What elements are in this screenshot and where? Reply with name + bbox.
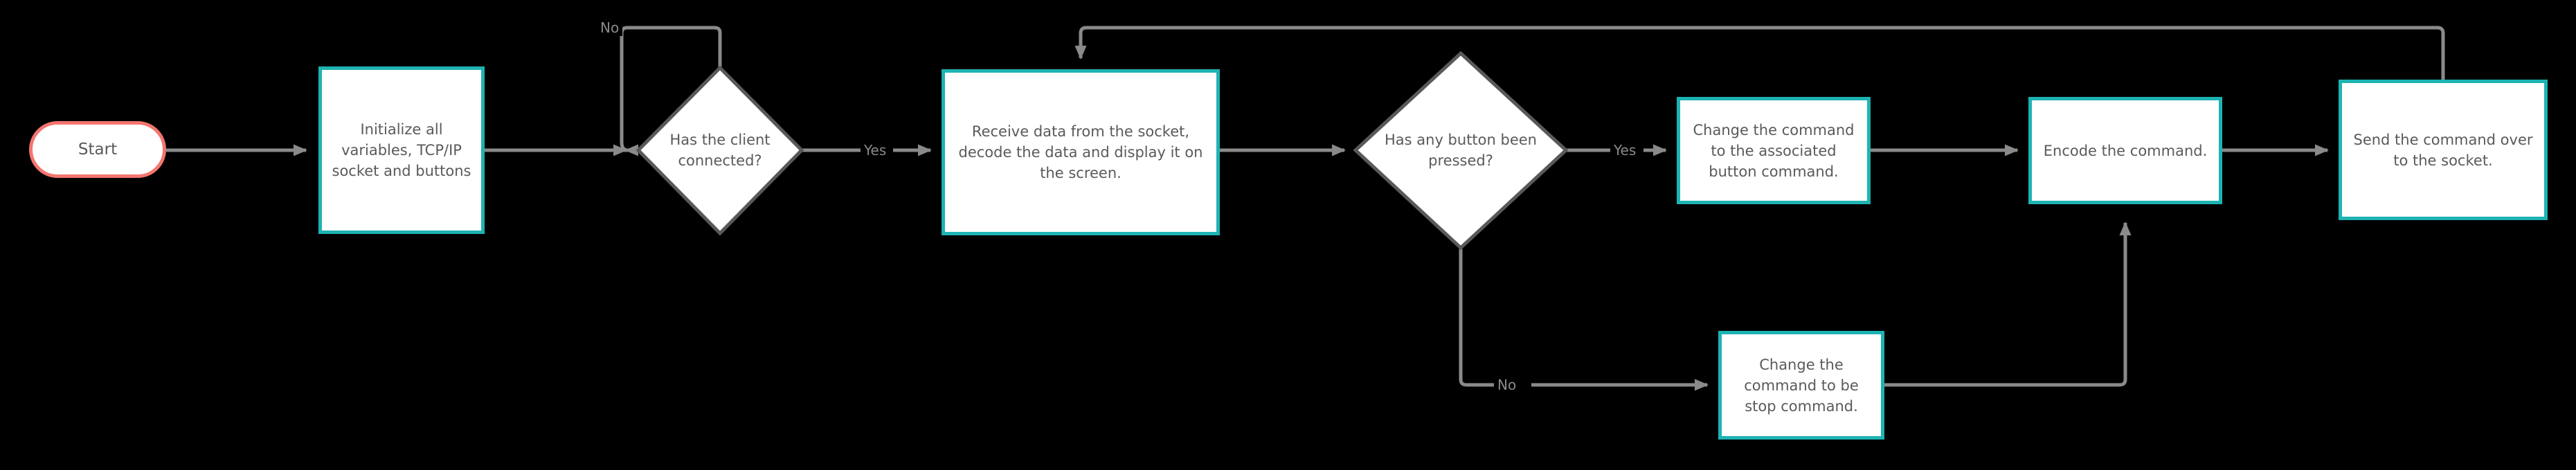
edge-client-check-no-loop [620,26,722,156]
node-stop-command-label: Change the command to be stop command. [1744,356,1859,415]
decision-client-connected-shape [636,65,804,236]
node-change-command[interactable]: Change the command to the associated but… [1677,97,1871,204]
node-client-connected-label: Has the client connected? [669,132,771,169]
edge-label-client-yes: Yes [861,142,890,159]
edge-stop-to-encode [1884,222,2132,387]
node-stop-command[interactable]: Change the command to be stop command. [1718,331,1884,440]
node-start-label: Start [78,141,118,159]
edge-label-button-no: No [1494,377,1520,393]
edge-send-to-receive-feedback [1074,26,2445,80]
node-button-pressed[interactable]: Has any button been pressed? [1378,119,1544,181]
node-send-command[interactable]: Send the command over to the socket. [2339,80,2548,220]
edge-label-button-yes: Yes [1610,142,1640,159]
node-encode-command-label: Encode the command. [2043,142,2208,159]
node-receive-data-label: Receive data from the socket, decode the… [958,123,1203,181]
node-receive-data[interactable]: Receive data from the socket, decode the… [942,69,1220,235]
edge-button-check-no [1459,248,1707,385]
node-initialize[interactable]: Initialize all variables, TCP/IP socket … [318,66,485,234]
node-initialize-label: Initialize all variables, TCP/IP socket … [332,121,471,179]
node-change-command-label: Change the command to the associated but… [1693,121,1855,180]
node-client-connected[interactable]: Has the client connected? [644,119,796,181]
edge-label-client-no: No [597,19,623,36]
node-start[interactable]: Start [29,121,166,178]
node-send-command-label: Send the command over to the socket. [2353,131,2533,169]
node-button-pressed-label: Has any button been pressed? [1385,132,1537,169]
node-encode-command[interactable]: Encode the command. [2028,97,2222,204]
decision-button-pressed-shape [1353,51,1569,251]
